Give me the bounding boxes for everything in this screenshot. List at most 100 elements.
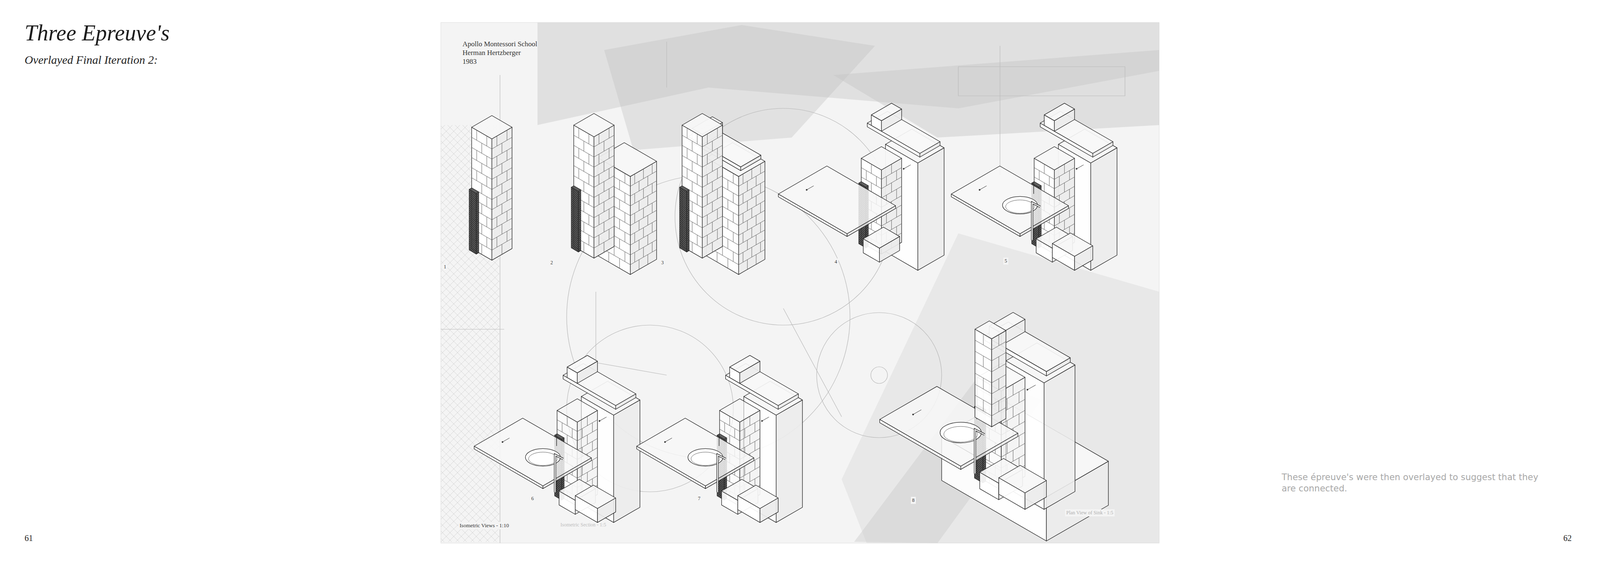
brick-joint <box>587 416 588 426</box>
box-face <box>594 125 615 258</box>
drain-pipe <box>975 429 985 474</box>
brick-joint <box>754 460 755 470</box>
brick-joint <box>583 140 585 151</box>
brick-joint <box>1007 442 1008 454</box>
brick-joint <box>496 196 498 207</box>
brick-joint <box>717 229 718 240</box>
brick-joint <box>567 416 568 426</box>
brick-joint <box>712 181 713 192</box>
box-face <box>630 161 657 275</box>
brick-joint <box>717 148 718 159</box>
brick-joint <box>891 182 892 193</box>
brick-joint <box>634 212 635 223</box>
drawing-author: Herman Hertzberger <box>462 48 521 58</box>
brick-joint <box>608 208 610 219</box>
brick-joint <box>1064 164 1065 174</box>
iteration <box>778 103 945 271</box>
page-number: 62 <box>1563 533 1572 543</box>
diagonal-band <box>841 233 1160 543</box>
brick-joint <box>687 168 688 179</box>
brick-joint <box>1044 164 1045 174</box>
brick-joint <box>634 193 635 204</box>
brick-joint <box>727 219 728 230</box>
scale-note: Isometric Section - 1:5 <box>560 521 607 528</box>
brick-joint <box>496 176 498 187</box>
box-face <box>863 227 900 248</box>
brick-joint <box>496 237 498 248</box>
brick-joint <box>707 154 708 165</box>
brick-joint <box>603 161 605 172</box>
brick-joint <box>608 127 610 138</box>
callout-number: 3 <box>660 259 665 267</box>
callout-number: 1 <box>442 263 448 271</box>
brick-joint <box>1059 213 1060 223</box>
iteration <box>469 115 513 260</box>
brick-joint <box>1069 189 1070 199</box>
box-face <box>1034 146 1075 170</box>
brick-joint <box>588 174 590 185</box>
box-face <box>719 398 760 423</box>
brick-joint <box>747 181 748 192</box>
brick-joint <box>717 127 718 138</box>
brick-joint <box>582 428 583 438</box>
brick-joint <box>634 232 635 243</box>
brick-joint <box>707 133 708 144</box>
brick-joint <box>592 441 593 451</box>
brick-joint <box>982 333 984 345</box>
box-face <box>636 417 754 486</box>
brick-joint <box>567 435 568 445</box>
iteration <box>636 355 803 523</box>
brick-joint <box>572 428 573 438</box>
brick-joint <box>643 188 644 199</box>
brick-joint <box>613 245 615 256</box>
callout-number: 7 <box>696 495 702 503</box>
brick-joint <box>506 170 508 181</box>
brick-joint <box>749 472 750 482</box>
brick-joint <box>608 148 610 159</box>
iteration <box>474 355 640 523</box>
box-face <box>776 400 803 523</box>
brick-joint <box>506 130 508 140</box>
brick-joint <box>729 416 730 426</box>
brick-joint <box>643 168 644 179</box>
brick-joint <box>744 465 745 475</box>
subtitle: Overlayed Final Iteration 2: <box>24 53 158 67</box>
brick-joint <box>481 224 483 235</box>
brick-joint <box>717 208 718 219</box>
brick-joint <box>603 181 605 192</box>
brick-joint <box>619 219 620 230</box>
brick-joint <box>717 252 718 263</box>
dimension-dot <box>761 420 763 422</box>
brick-joint <box>732 173 734 184</box>
brick-joint <box>481 244 483 255</box>
brick-joint <box>760 222 761 233</box>
brick-joint <box>751 207 753 218</box>
brick-joint <box>998 334 1000 346</box>
brick-joint <box>501 224 503 235</box>
brick-joint <box>578 148 580 159</box>
dimension-dot <box>501 440 504 443</box>
brick-joint <box>734 428 735 438</box>
brick-joint <box>742 212 744 223</box>
brick-joint <box>871 164 872 174</box>
box-face <box>474 417 592 486</box>
brick-joint <box>583 201 585 212</box>
box-face <box>871 103 902 121</box>
callout-number: 8 <box>910 496 916 504</box>
drain-pipe <box>717 454 726 493</box>
brick-joint <box>697 235 698 245</box>
brick-joint <box>727 258 728 269</box>
brick-joint <box>496 156 498 167</box>
brick-joint <box>896 189 897 199</box>
brick-joint <box>1007 398 1008 410</box>
brick-joint <box>506 231 508 242</box>
brick-joint <box>608 229 610 240</box>
dimension-dot <box>1075 167 1078 170</box>
brick-joint <box>598 194 600 205</box>
brick-joint <box>717 188 718 199</box>
brick-joint <box>1012 450 1014 461</box>
drain-pipe <box>555 454 564 493</box>
brick-joint <box>638 181 640 192</box>
dimension-dot <box>978 188 981 191</box>
